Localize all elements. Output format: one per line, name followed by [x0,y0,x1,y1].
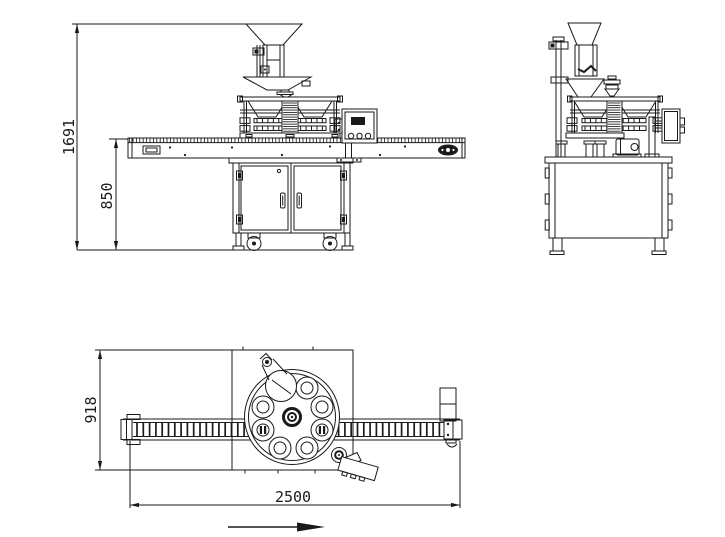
dimension-length: 2500 [129,441,461,508]
weigh-funnel-right [293,100,333,118]
filling-cup [251,376,334,460]
dimension-table-height: 850 [98,138,128,250]
panel-button [356,132,363,140]
door-hinges [236,170,347,225]
dim-label-length: 2500 [275,488,311,506]
drive-motor-side [555,138,642,158]
dim-label-overall-height: 1691 [60,119,78,155]
control-panel-front [334,108,378,163]
caster-wheels [246,232,338,251]
rotary-filling-unit-front [237,95,343,139]
conveyor-end-sprocket [438,144,458,156]
cabinet-door-left [240,165,289,231]
flow-direction-arrow [228,522,325,532]
plan-view: 918 [82,346,463,532]
conveyor-front [127,137,466,159]
dim-label-table-height: 850 [98,182,116,209]
secondary-hopper-front [242,76,313,98]
front-view: 1691 850 [60,23,466,251]
dim-label-depth: 918 [82,396,100,423]
weigh-funnel-left [247,100,287,118]
control-panel-side [644,108,685,158]
dimension-overall-height: 1691 [60,23,246,250]
machine-table-plan [231,346,354,474]
rotary-filling-unit-side [565,95,664,139]
cabinet-front [228,157,354,251]
side-view [544,22,685,255]
panel-button [347,132,355,140]
door-lock [276,168,282,174]
panel-button [364,132,372,140]
sensor-column-plan [439,387,457,405]
main-hopper-side [567,22,602,77]
panel-screen [351,117,365,125]
door-handles [280,192,302,209]
cam-disc-plan [259,352,297,402]
rotary-table-plan [244,352,340,465]
cabinet-door-right [293,165,342,231]
cabinet-side [544,156,673,255]
secondary-hopper-side [565,75,621,98]
leveling-feet [232,232,354,251]
main-hopper-front [244,23,304,78]
dimension-depth: 918 [82,349,236,471]
corner-device-plan [331,447,379,482]
center-hub-plan [282,407,302,427]
support-column-side [548,36,569,157]
